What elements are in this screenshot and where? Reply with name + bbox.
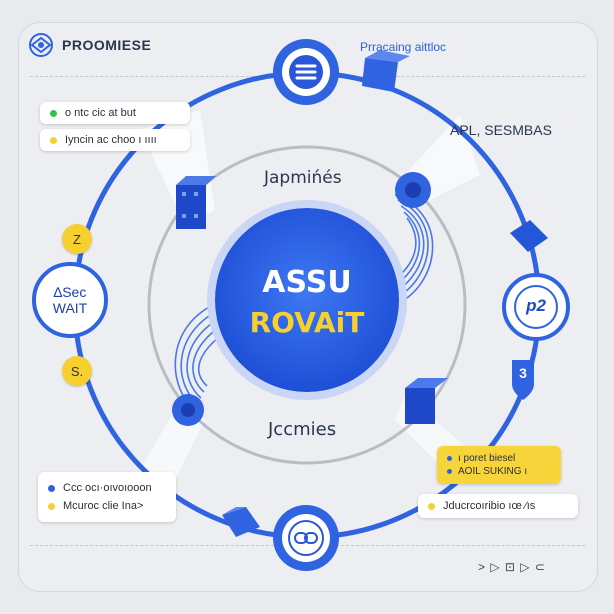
chip-lower[interactable]: S. <box>62 356 92 386</box>
square-right <box>510 220 548 252</box>
yellow-dot-icon <box>48 502 55 510</box>
info-card-top-left-2[interactable]: Iyncin ac choo ı ıııı <box>40 129 190 151</box>
center-circle <box>215 208 399 392</box>
blue-dot-icon <box>48 484 55 492</box>
yellow-dot-icon <box>428 502 435 510</box>
inner-ring <box>147 145 467 465</box>
left-node-text: ∆Sec WAIT <box>40 284 100 316</box>
card-text: Jducrcoıribio ıœ ⁄ıs <box>443 500 536 512</box>
header-caption: Prracaing aittloc <box>360 40 447 54</box>
info-card-bottom-right-yellow[interactable]: ı poret biesel AOIL SUKING ı <box>437 446 561 484</box>
menu-lines-icon <box>295 64 317 80</box>
brand: PROOMIESE <box>28 32 151 58</box>
cube-top-right <box>362 50 410 92</box>
cube-bottom-left <box>222 507 260 537</box>
card-text: Mcuroc clie Ina> <box>63 500 144 512</box>
green-dot-icon <box>50 109 57 117</box>
left-node[interactable] <box>32 262 108 338</box>
yellow-dot-icon <box>50 136 57 144</box>
label-inner-bottom: Jccmies <box>268 419 337 440</box>
link-icon <box>294 532 318 544</box>
card-text: Ccc ocı·oıvoıooon <box>63 482 152 494</box>
yellow-card-row-2: AOIL SUKING ı <box>447 466 527 477</box>
blue-dot-icon <box>447 456 452 461</box>
yellow-card-row-1: ı poret biesel <box>447 453 515 464</box>
chip-upper[interactable]: Z <box>62 224 92 254</box>
label-top-right: APL, SESMBAS <box>450 122 552 138</box>
right-node-text: p2 <box>526 296 546 315</box>
footer-controls[interactable]: > ▷ ⊡ ▷ ⊂ <box>478 560 546 574</box>
shield-badge[interactable] <box>512 360 534 400</box>
brand-name: PROOMIESE <box>62 37 152 53</box>
center-title-line1: ASSU <box>262 265 352 300</box>
card-text: o ntc cic at but <box>65 107 136 119</box>
card-text: AOIL SUKING ı <box>458 466 528 477</box>
info-card-bottom-left[interactable]: Ccc ocı·oıvoıooon Mcuroc clie Ina> <box>38 472 176 522</box>
cube-top-left <box>176 176 216 229</box>
cube-bottom-right <box>405 378 448 424</box>
bottom-left-row-2: Mcuroc clie Ina> <box>48 500 143 512</box>
blue-dot-icon <box>447 469 452 474</box>
label-inner-top: Japmińés <box>264 168 342 188</box>
bottom-left-row-1: Ccc ocı·oıvoıooon <box>48 482 152 494</box>
info-card-bottom-right-white[interactable]: Jducrcoıribio ıœ ⁄ıs <box>418 494 578 518</box>
card-text: ı poret biesel <box>458 453 516 464</box>
shield-badge-text: 3 <box>519 365 527 381</box>
center-title-line2: ROVAiT <box>249 306 365 339</box>
card-text: Iyncin ac choo ı ıııı <box>65 134 157 146</box>
globe-logo-icon <box>29 33 53 57</box>
info-card-top-left-1[interactable]: o ntc cic at but <box>40 102 190 124</box>
left-node-line1: ∆Sec <box>53 284 87 300</box>
left-node-line2: WAIT <box>52 300 88 316</box>
